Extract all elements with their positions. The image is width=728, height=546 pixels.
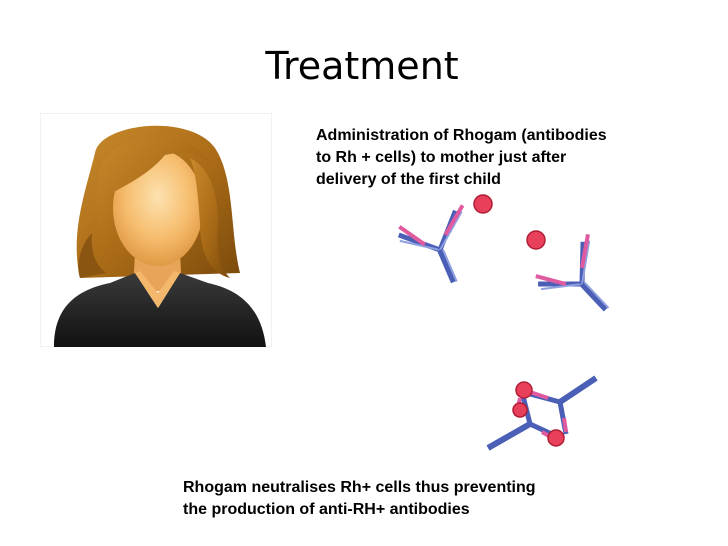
woman-avatar-icon [40, 113, 272, 347]
slide-title: Treatment [265, 44, 459, 88]
treatment-caption: Administration of Rhogam (antibodies to … [316, 125, 661, 191]
caption-line: to Rh + cells) to mother just after [316, 149, 567, 166]
caption-line: Administration of Rhogam (antibodies [316, 127, 607, 144]
antibody-icon [529, 234, 625, 332]
antibody-icon [396, 205, 476, 290]
rh-positive-cell-icon [526, 230, 546, 250]
rh-positive-cell-icon [515, 381, 533, 399]
caption-line: Rhogam neutralises Rh+ cells thus preven… [183, 479, 536, 496]
rh-positive-cell-icon [473, 194, 493, 214]
rh-positive-cell-icon [512, 402, 528, 418]
result-caption: Rhogam neutralises Rh+ cells thus preven… [183, 477, 603, 521]
caption-line: delivery of the first child [316, 171, 501, 188]
antibody-complex-icon [486, 375, 598, 451]
rh-positive-cell-icon [547, 429, 565, 447]
caption-line: the production of anti-RH+ antibodies [183, 501, 470, 518]
